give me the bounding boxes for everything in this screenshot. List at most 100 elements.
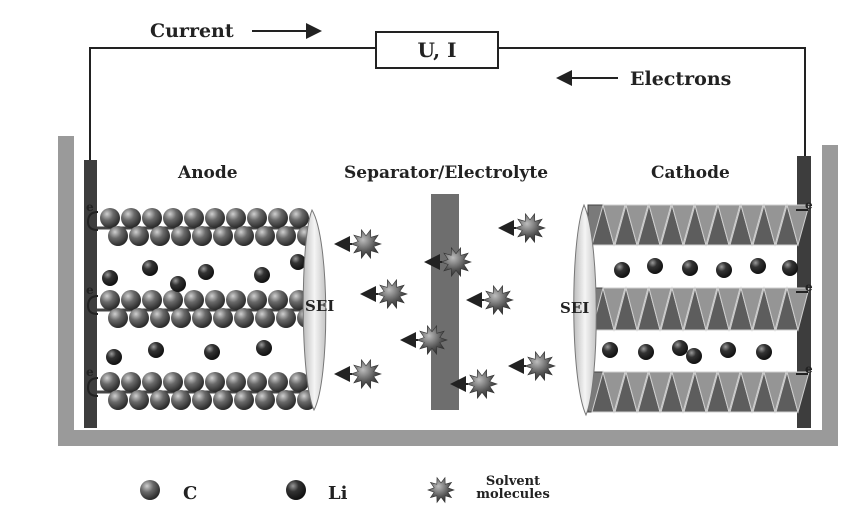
oxide-octahedron: [602, 287, 626, 332]
legend-lithium-icon: [286, 480, 306, 500]
anode-graphite-layers: [97, 208, 317, 410]
lithium-ion: [782, 260, 798, 276]
oxide-octahedron: [671, 204, 695, 247]
oxide-octahedron: [625, 287, 649, 332]
carbon-atom: [100, 208, 120, 228]
carbon-atom: [142, 372, 162, 392]
carbon-atom: [108, 308, 128, 328]
external-circuit: [89, 23, 806, 160]
carbon-atom: [234, 390, 254, 410]
lithium-ion: [602, 342, 618, 358]
electron-label-cathode-2: e: [805, 280, 813, 294]
oxide-octahedron: [740, 287, 764, 332]
carbon-atom: [268, 290, 288, 310]
carbon-atom: [255, 226, 275, 246]
oxide-octahedron: [694, 204, 718, 247]
carbon-atom: [100, 372, 120, 392]
legend-carbon-icon: [140, 480, 160, 500]
carbon-atom: [192, 226, 212, 246]
carbon-atom: [184, 208, 204, 228]
carbon-atom: [247, 372, 267, 392]
carbon-atom: [163, 208, 183, 228]
lithium-ion: [204, 344, 220, 360]
current-label: Current: [150, 20, 234, 42]
carbon-atom: [108, 390, 128, 410]
carbon-atom: [129, 390, 149, 410]
carbon-atom: [213, 390, 233, 410]
electron-hook: [86, 295, 99, 315]
carbon-atom: [171, 390, 191, 410]
carbon-atom: [255, 308, 275, 328]
solvent-molecules: [334, 212, 556, 400]
oxide-octahedron: [717, 204, 741, 247]
electron-hook: [86, 377, 99, 397]
carbon-atom: [192, 308, 212, 328]
carbon-atom: [150, 308, 170, 328]
carbon-atom: [234, 226, 254, 246]
lithium-ion: [170, 276, 186, 292]
oxide-octahedron: [625, 371, 649, 414]
carbon-atom: [121, 372, 141, 392]
carbon-atom: [192, 390, 212, 410]
carbon-atom: [142, 290, 162, 310]
meter-box: [375, 31, 499, 69]
electron-label-anode-2: e: [86, 283, 94, 297]
carbon-atom: [255, 390, 275, 410]
lithium-ion: [647, 258, 663, 274]
lithium-ion: [102, 270, 118, 286]
oxide-octahedron: [602, 204, 626, 247]
legend-carbon-label: C: [183, 483, 198, 504]
lithium-ion: [750, 258, 766, 274]
carbon-atom: [142, 208, 162, 228]
solvent-molecule: [466, 368, 498, 400]
cathode-lithium-ions: [602, 258, 798, 364]
cathode-label: Cathode: [651, 163, 730, 183]
legend: [140, 476, 455, 504]
oxide-octahedron: [648, 204, 672, 247]
meter-label: U, I: [417, 38, 457, 62]
carbon-atom: [129, 308, 149, 328]
sei-label-anode: SEI: [305, 297, 335, 315]
oxide-octahedron: [740, 371, 764, 414]
carbon-atom: [276, 390, 296, 410]
cathode-sei-layer: [573, 203, 597, 417]
legend-solvent-label: Solvent molecules: [476, 474, 550, 502]
carbon-atom: [163, 372, 183, 392]
carbon-atom: [213, 226, 233, 246]
oxide-octahedron: [786, 371, 810, 414]
separator-label: Separator/Electrolyte: [344, 163, 549, 183]
legend-lithium-label: Li: [328, 483, 348, 504]
electron-label-anode-3: e: [86, 365, 94, 379]
carbon-atom: [163, 290, 183, 310]
oxide-octahedron: [671, 371, 695, 414]
solvent-molecule: [376, 278, 408, 310]
carbon-atom: [205, 290, 225, 310]
legend-solvent-icon: [427, 476, 455, 504]
lithium-ion: [756, 344, 772, 360]
lithium-ion: [106, 349, 122, 365]
lithium-ion: [672, 340, 688, 356]
solvent-molecule: [514, 212, 546, 244]
electron-markers: [86, 209, 808, 397]
oxide-octahedron: [602, 371, 626, 414]
anode-label: Anode: [178, 163, 238, 183]
oxide-octahedron: [694, 287, 718, 332]
oxide-octahedron: [625, 204, 649, 247]
lithium-ion: [256, 340, 272, 356]
carbon-atom: [171, 308, 191, 328]
electron-label-anode-1: e: [86, 200, 94, 214]
carbon-atom: [234, 308, 254, 328]
lithium-ion: [682, 260, 698, 276]
carbon-atom: [205, 372, 225, 392]
carbon-atom: [276, 226, 296, 246]
lithium-ion: [720, 342, 736, 358]
carbon-atom: [289, 208, 309, 228]
carbon-atom: [150, 390, 170, 410]
carbon-atom: [226, 208, 246, 228]
legend-solvent-star: [427, 476, 455, 504]
electron-label-cathode-1: e: [805, 198, 813, 212]
anode-sei-layer: [302, 208, 327, 412]
oxide-octahedron: [786, 287, 810, 332]
carbon-atom: [150, 226, 170, 246]
